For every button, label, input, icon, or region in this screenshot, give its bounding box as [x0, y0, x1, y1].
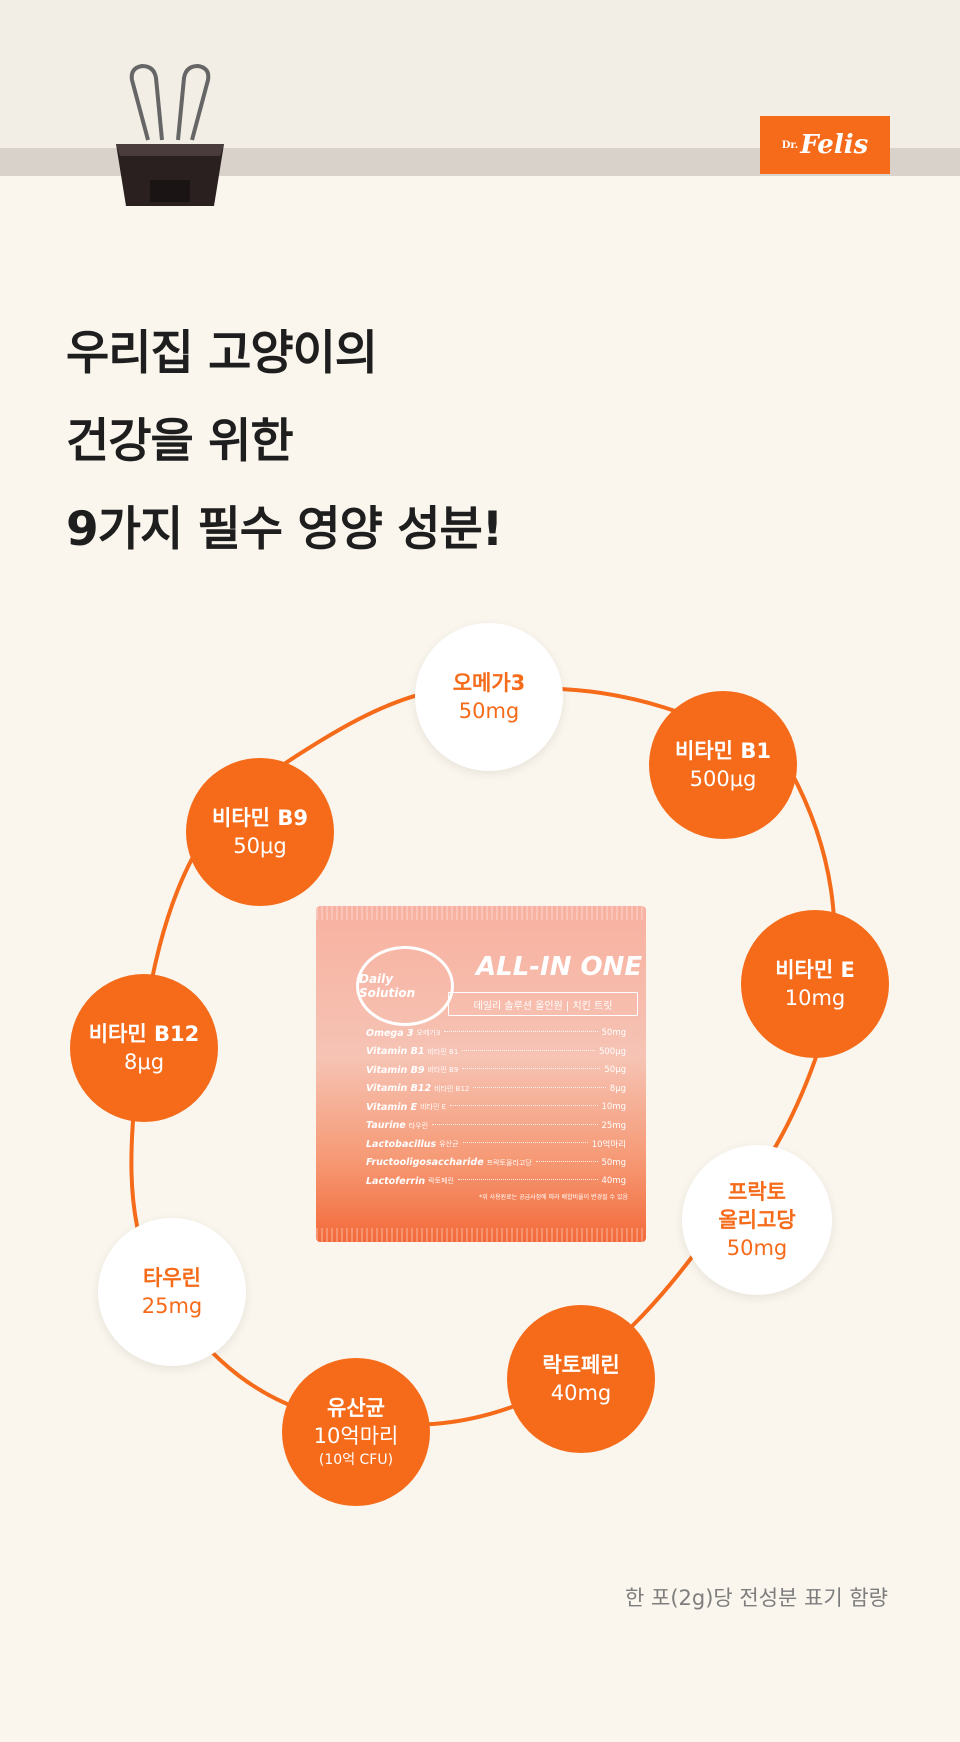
nutrient-fos: 프락토 올리고당 50mg: [682, 1145, 832, 1295]
nutrient-vitamin-e: 비타민 E 10mg: [741, 910, 889, 1058]
nutrient-lactobacillus: 유산균 10억마리 (10억 CFU): [282, 1358, 430, 1506]
product-pouch: Daily Solution ALL-IN ONE 데일리 솔루션 올인원 | …: [316, 906, 646, 1242]
pouch-subtitle: 데일리 솔루션 올인원 | 치킨 트릿: [448, 992, 638, 1016]
headline-line-1: 우리집 고양이의: [66, 326, 378, 381]
headline-line-2: 건강을 위한: [66, 414, 294, 469]
headline-line-3: 9가지 필수 영양 성분!: [66, 502, 503, 557]
page-headline: 우리집 고양이의 건강을 위한 9가지 필수 영양 성분!: [66, 310, 503, 574]
nutrient-lactoferrin: 락토페린 40mg: [507, 1305, 655, 1453]
nutrient-taurine: 타우린 25mg: [98, 1218, 246, 1366]
nutrient-omega3: 오메가3 50mg: [415, 623, 563, 771]
nutrient-vitamin-b9: 비타민 B9 50μg: [186, 758, 334, 906]
footnote: 한 포(2g)당 전성분 표기 함량: [625, 1586, 888, 1610]
pouch-title: ALL-IN ONE: [476, 952, 643, 982]
pouch-seal-bottom: [316, 1228, 646, 1242]
nutrient-vitamin-b1: 비타민 B1 500μg: [649, 691, 797, 839]
binder-clip-icon: [116, 63, 224, 206]
pouch-note: *위 사용원료는 공급사정에 따라 배합비율이 변경될 수 있음: [479, 1194, 628, 1201]
nutrient-vitamin-b12: 비타민 B12 8μg: [70, 974, 218, 1122]
brand-logo[interactable]: Dr.Felis: [760, 116, 890, 174]
pouch-seal-top: [316, 906, 646, 920]
pouch-badge: Daily Solution: [356, 946, 454, 1026]
